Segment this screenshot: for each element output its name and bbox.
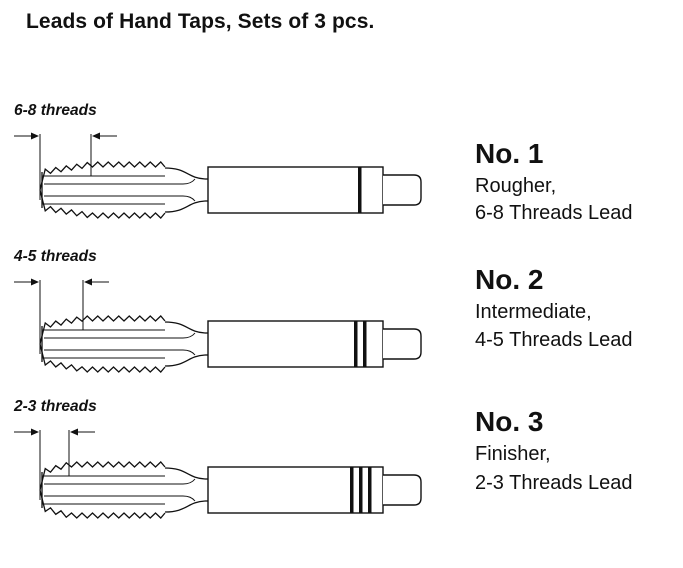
square-drive bbox=[383, 174, 422, 206]
tap-lead-text: 4-5 Threads Lead bbox=[475, 329, 633, 351]
square-drive bbox=[383, 328, 422, 360]
flute-end-bottom bbox=[182, 195, 196, 202]
lead-label: 2-3 threads bbox=[14, 398, 97, 415]
tap-drawing-no1 bbox=[14, 132, 422, 219]
thread-top-profile bbox=[39, 161, 166, 191]
tap-description: Rougher, bbox=[475, 175, 557, 197]
tap-name: No. 1 bbox=[475, 138, 544, 169]
flute-end-top bbox=[182, 478, 196, 485]
id-ring bbox=[368, 467, 372, 513]
shank bbox=[207, 320, 384, 368]
lead-label: 4-5 threads bbox=[14, 248, 97, 265]
arrowhead-left-icon bbox=[92, 132, 100, 140]
id-ring bbox=[350, 467, 354, 513]
id-ring bbox=[359, 467, 363, 513]
square-drive bbox=[383, 474, 422, 506]
tap-lead-text: 2-3 Threads Lead bbox=[475, 472, 633, 494]
tap-lead-text: 6-8 Threads Lead bbox=[475, 202, 633, 224]
flute-end-bottom bbox=[182, 349, 196, 356]
arrowhead-right-icon bbox=[31, 428, 39, 436]
neck-bottom-curve bbox=[164, 354, 206, 367]
tap-description: Intermediate, bbox=[475, 301, 592, 323]
arrowhead-right-icon bbox=[31, 132, 39, 140]
lead-label: 6-8 threads bbox=[14, 102, 97, 119]
neck-top-curve bbox=[164, 321, 206, 334]
tap-row-no3: 2-3 threads No. 3 Finisher, 2-3 Threads … bbox=[0, 398, 683, 568]
arrowhead-left-icon bbox=[70, 428, 78, 436]
tap-name: No. 3 bbox=[475, 406, 544, 437]
flute-end-top bbox=[182, 178, 196, 185]
thread-bottom-profile bbox=[39, 189, 166, 219]
tap-name: No. 2 bbox=[475, 264, 544, 295]
tap-drawing-no2 bbox=[14, 278, 422, 373]
neck-top-curve bbox=[164, 467, 206, 480]
thread-bottom-profile bbox=[39, 489, 166, 519]
shank bbox=[207, 466, 384, 514]
neck-bottom-curve bbox=[164, 500, 206, 513]
thread-top-profile bbox=[39, 315, 166, 345]
tap-row-no2: 4-5 threads No. 2 Intermediate, 4-5 Thre… bbox=[0, 248, 683, 418]
tap-description: Finisher, bbox=[475, 443, 551, 465]
neck-top-curve bbox=[164, 167, 206, 180]
flute-end-bottom bbox=[182, 495, 196, 502]
thread-top-profile bbox=[39, 461, 166, 491]
arrowhead-right-icon bbox=[31, 278, 39, 286]
page-title: Leads of Hand Taps, Sets of 3 pcs. bbox=[26, 10, 375, 33]
tap-drawing-no3 bbox=[14, 428, 422, 519]
id-ring bbox=[354, 321, 358, 367]
shank bbox=[207, 166, 384, 214]
thread-bottom-profile bbox=[39, 343, 166, 373]
id-ring bbox=[363, 321, 367, 367]
flute-end-top bbox=[182, 332, 196, 339]
neck-bottom-curve bbox=[164, 200, 206, 213]
arrowhead-left-icon bbox=[84, 278, 92, 286]
id-ring bbox=[358, 167, 362, 213]
tap-row-no1: 6-8 threads No. 1 Rougher, 6-8 Threads L… bbox=[0, 102, 683, 272]
